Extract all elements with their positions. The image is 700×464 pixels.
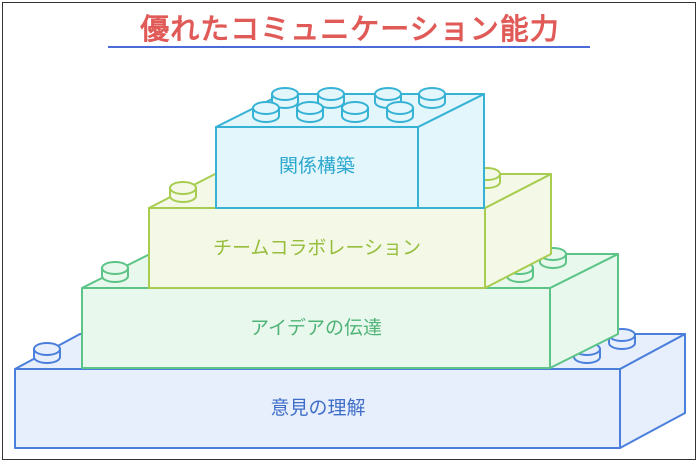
brick-stud-top	[341, 101, 369, 115]
brick-stud-top	[374, 87, 402, 101]
brick-stud-top	[418, 87, 446, 101]
brick-stud-top	[252, 101, 280, 115]
title-underline	[108, 46, 590, 48]
brick-stud-top	[317, 87, 345, 101]
brick-stud-top	[296, 101, 324, 115]
brick-front	[215, 126, 419, 209]
layer-label: アイデアの伝達	[250, 317, 382, 339]
layer-label: チームコラボレーション	[213, 237, 421, 259]
brick-front	[148, 207, 486, 289]
brick-stud-top	[271, 87, 299, 101]
brick-stud-top	[101, 261, 129, 275]
diagram-frame	[2, 2, 696, 460]
layer-label: 意見の理解	[270, 397, 365, 419]
brick-stud-top	[386, 101, 414, 115]
brick-stud-top	[33, 342, 61, 356]
layer-label: 関係構築	[279, 155, 355, 177]
layer-relationship-building: 関係構築	[215, 87, 485, 209]
brick-front	[81, 287, 551, 369]
page-title: 優れたコミュニケーション能力	[140, 12, 560, 46]
brick-stud-top	[169, 181, 197, 195]
